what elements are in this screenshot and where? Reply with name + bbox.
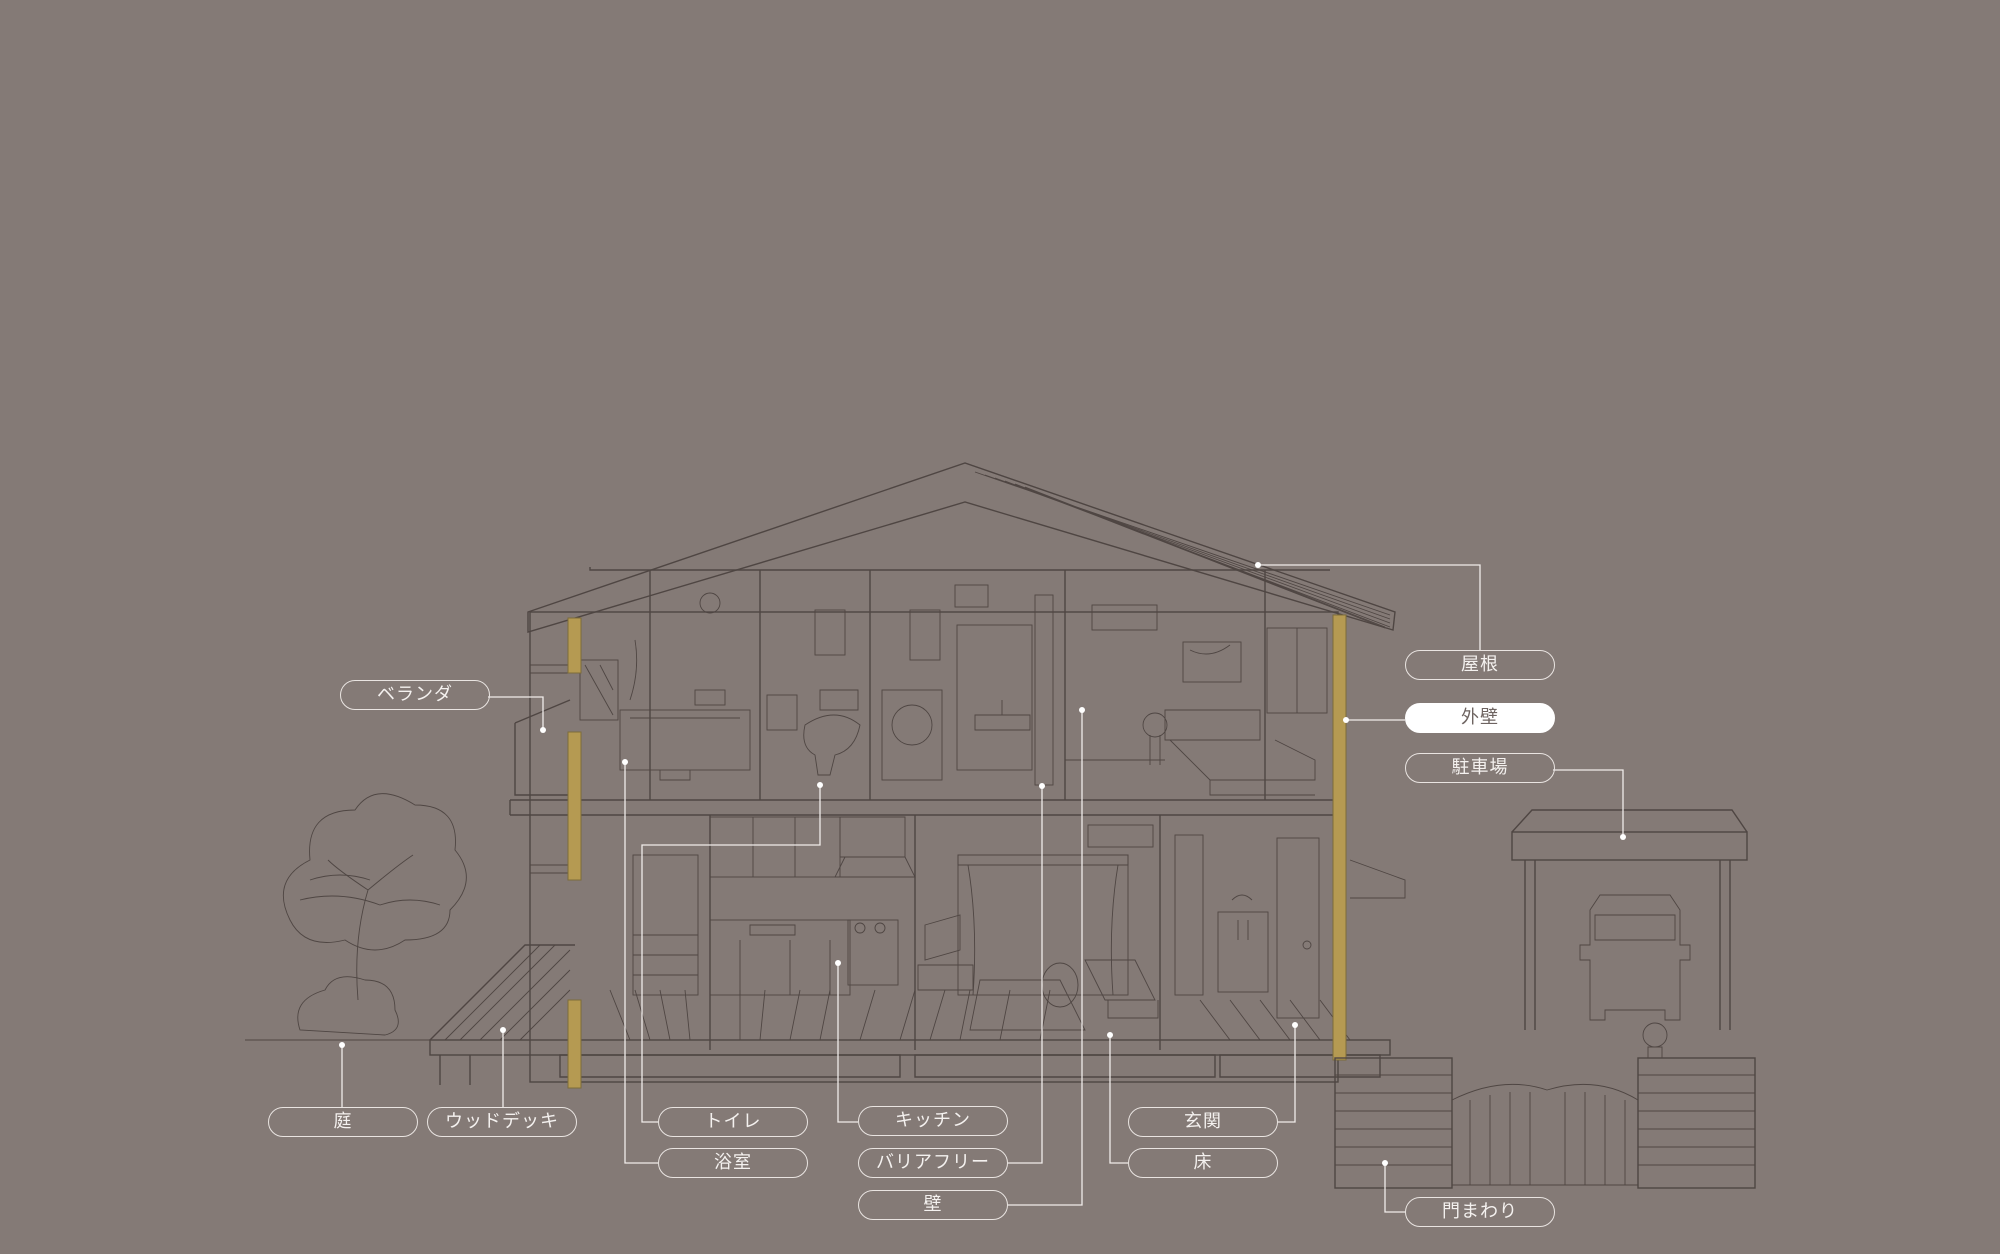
label-garden[interactable]: 庭 xyxy=(268,1107,418,1137)
label-roof[interactable]: 屋根 xyxy=(1405,650,1555,680)
label-floor[interactable]: 床 xyxy=(1128,1148,1278,1178)
toilet-illustration xyxy=(766,609,941,776)
living-room-illustration xyxy=(917,824,1204,1031)
entrance-illustration xyxy=(1217,837,1406,1019)
gate-wall-illustration xyxy=(1334,1022,1756,1189)
label-wall[interactable]: 壁 xyxy=(858,1190,1008,1220)
label-bathroom[interactable]: 浴室 xyxy=(658,1148,808,1178)
leader-dots xyxy=(339,562,1626,1166)
tree-illustration xyxy=(245,793,467,1041)
label-parking[interactable]: 駐車場 xyxy=(1405,753,1555,783)
carport-illustration xyxy=(1511,809,1748,1030)
label-entrance[interactable]: 玄関 xyxy=(1128,1107,1278,1137)
label-kitchen[interactable]: キッチン xyxy=(858,1106,1008,1136)
exterior-wall-highlight xyxy=(567,614,1347,1089)
label-veranda[interactable]: ベランダ xyxy=(340,680,490,710)
leader-lines xyxy=(341,564,1624,1213)
label-exterior-wall[interactable]: 外壁 xyxy=(1405,703,1555,733)
roof-illustration xyxy=(527,462,1396,633)
label-barrier-free[interactable]: バリアフリー xyxy=(858,1148,1008,1178)
bathtub-illustration xyxy=(619,592,751,781)
label-gate[interactable]: 門まわり xyxy=(1405,1197,1555,1227)
washer-illustration xyxy=(881,584,1054,786)
bedroom-illustration xyxy=(1065,604,1328,796)
label-wood-deck[interactable]: ウッドデッキ xyxy=(427,1107,577,1137)
label-toilet[interactable]: トイレ xyxy=(658,1107,808,1137)
kitchen-illustration xyxy=(632,816,916,996)
